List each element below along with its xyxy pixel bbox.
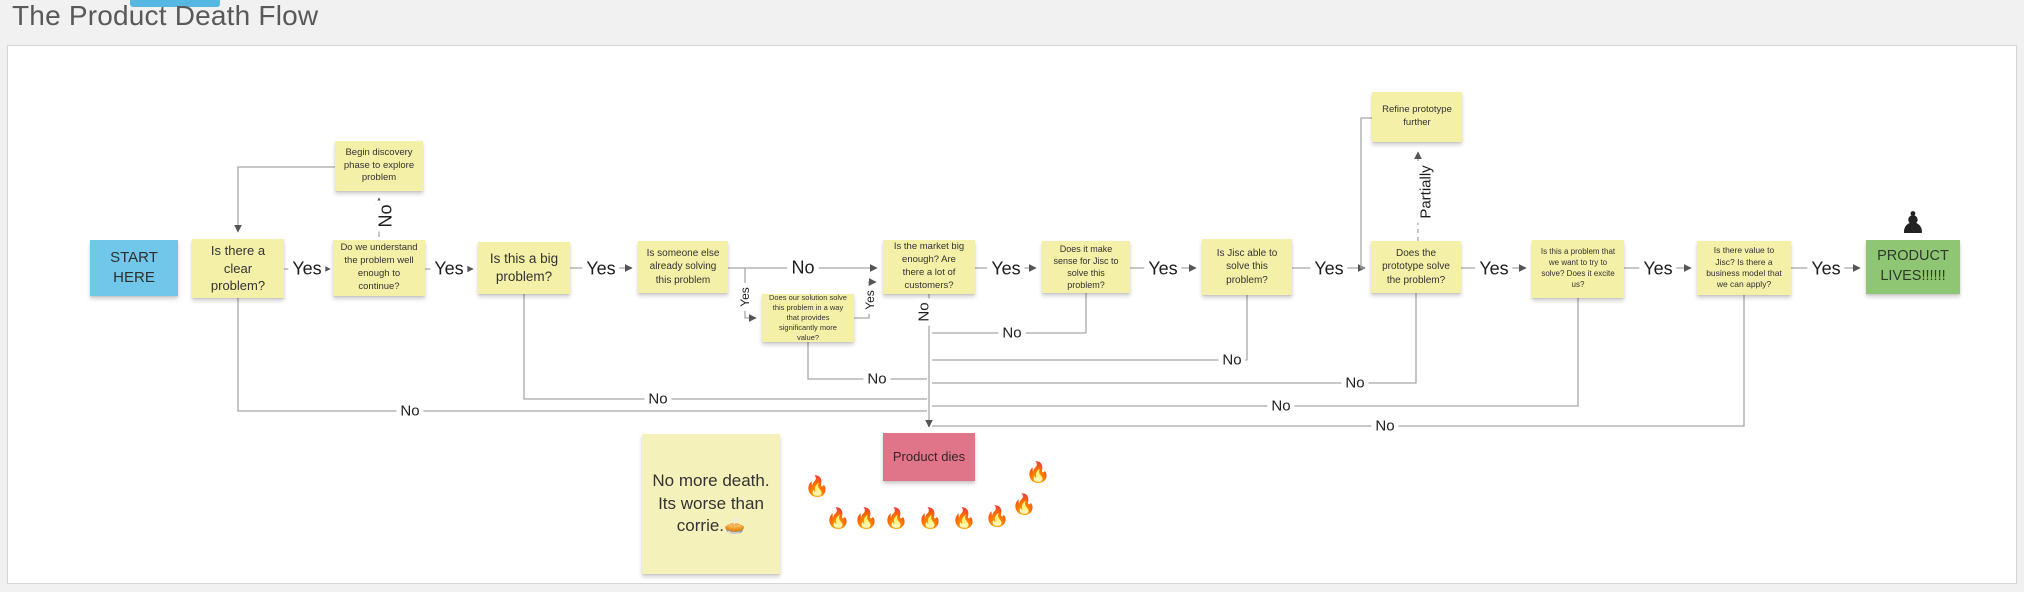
note-understand-problem[interactable]: Do we understand the problem well enough… [333,240,425,296]
note-product-dies[interactable]: Product dies [883,433,975,481]
note-prototype-solve[interactable]: Does the prototype solve the problem? [1371,241,1461,293]
note-make-sense-jisc[interactable]: Does it make sense for Jisc to solve thi… [1042,241,1130,293]
note-excite-us[interactable]: Is this a problem that we want to try to… [1532,240,1624,298]
edge-label-business-yes: Yes [1807,258,1845,280]
note-clear-problem[interactable]: Is there a clear problem? [192,239,284,298]
fire-icon[interactable]: 🔥 [825,508,851,530]
edge-label-market-no-down: No [915,298,933,326]
edge-label-excite-no: No [1267,397,1295,415]
edge-label-prototype-partially: Partially [1417,161,1435,223]
chess-pawn-icon[interactable]: ♟ [1899,207,1927,240]
edge-label-someone-yes-down: Yes [738,283,752,311]
edge-label-prototype-no: No [1341,374,1369,392]
note-big-problem[interactable]: Is this a big problem? [478,242,570,294]
edge-label-morevalue-yes-up: Yes [863,286,877,314]
edge-label-excite-yes: Yes [1639,258,1677,280]
note-jisc-able[interactable]: Is Jisc able to solve this problem? [1202,239,1292,295]
fire-icon[interactable]: 🔥 [804,476,830,498]
fire-icon[interactable]: 🔥 [984,506,1010,528]
edge-label-big-no: No [644,390,672,408]
edge-label-clear-yes: Yes [288,258,326,280]
edge-label-jiscable-no: No [1218,351,1246,369]
edge-label-makesense-no: No [998,324,1026,342]
edge-label-understand-yes: Yes [430,258,468,280]
edge-label-understand-no-up: No [375,200,397,232]
page-title: The Product Death Flow [12,0,319,31]
edge-label-prototype-yes: Yes [1475,258,1513,280]
edge-label-jiscable-yes: Yes [1310,258,1348,280]
edge-label-makesense-yes: Yes [1144,258,1182,280]
edge-label-clear-no: No [396,402,424,420]
fire-icon[interactable]: 🔥 [951,508,977,530]
fire-icon[interactable]: 🔥 [917,508,943,530]
fire-icon[interactable]: 🔥 [1025,462,1051,484]
fire-icon[interactable]: 🔥 [853,508,879,530]
edge-label-market-yes: Yes [987,258,1025,280]
fire-icon[interactable]: 🔥 [1011,494,1037,516]
note-no-more-death[interactable]: No more death. Its worse than corrie.🥧 [642,434,780,574]
edge-label-someone-no: No [787,257,819,279]
edge-label-morevalue-no: No [863,370,891,388]
note-start-here[interactable]: START HERE [90,240,178,296]
fire-icon[interactable]: 🔥 [883,508,909,530]
note-refine-prototype[interactable]: Refine prototype further [1372,92,1462,142]
edge-label-business-no: No [1371,417,1399,435]
cropped-blue-sticky [130,0,220,7]
edge-label-big-yes: Yes [582,258,620,280]
note-more-value[interactable]: Does our solution solve this problem in … [762,293,854,342]
note-begin-discovery[interactable]: Begin discovery phase to explore problem [335,141,423,191]
note-business-model[interactable]: Is there value to Jisc? Is there a busin… [1697,241,1791,295]
note-market-big-enough[interactable]: Is the market big enough? Are there a lo… [883,240,975,294]
note-product-lives[interactable]: PRODUCT LIVES!!!!!! [1866,240,1960,294]
note-someone-else-solving[interactable]: Is someone else already solving this pro… [638,241,728,293]
